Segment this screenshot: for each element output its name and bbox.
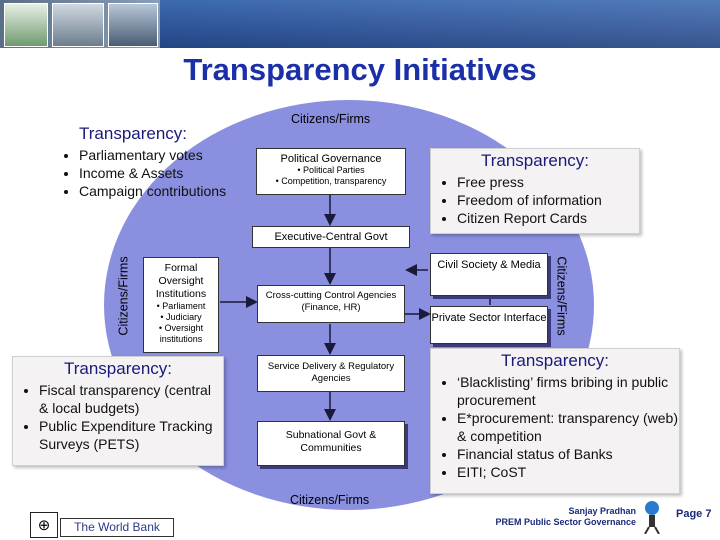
executive-label: Executive-Central Govt [274,231,388,243]
page-title: Transparency Initiatives [183,52,537,87]
page-number: Page 7 [676,508,712,520]
panel-bottom-left: Transparency: Fiscal transparency (centr… [12,356,224,466]
panel-list: Free press Freedom of information Citize… [431,173,639,227]
cross-cutting-box: Cross-cutting Control Agencies (Finance,… [257,285,405,323]
citizens-left-label: Citizens/Firms [116,256,131,336]
panel-top-right: Transparency: Free press Freedom of info… [430,148,640,234]
private-sector-label: Private Sector Interface [431,312,547,324]
list-item: Fiscal transparency (central & local bud… [39,381,223,417]
list-item: Freedom of information [457,191,639,209]
list-item: ‘Blacklisting’ firms bribing in public p… [457,373,679,409]
author-name: Sanjay Pradhan [568,506,636,516]
panel-list: Fiscal transparency (central & local bud… [13,381,223,453]
service-delivery-box: Service Delivery & Regulatory Agencies [257,355,405,392]
banner-landscape [160,0,720,48]
citizens-bottom-label: Citizens/Firms [290,493,370,507]
civil-society-box: Civil Society & Media [430,253,548,296]
logo-photo [4,3,48,47]
oversight-heading: Formal Oversight Institutions [155,262,207,300]
list-item: Public Expenditure Tracking Surveys (PET… [39,417,223,453]
oversight-line: • Oversight institutions [158,323,204,344]
panel-heading: Transparency: [63,359,173,378]
list-item: Free press [457,173,639,191]
panel-list: ‘Blacklisting’ firms bribing in public p… [431,373,679,481]
list-item: EITI; CoST [457,463,679,481]
list-item: Parliamentary votes [79,146,243,164]
city-photo [108,3,158,47]
cross-cutting-label: Cross-cutting Control Agencies (Finance,… [265,290,397,313]
person-figure-icon [644,501,660,534]
panel-heading: Transparency: [480,151,590,170]
service-delivery-label: Service Delivery & Regulatory Agencies [267,361,395,384]
header-banner [0,0,720,48]
civil-society-label: Civil Society & Media [437,259,541,271]
author-unit: PREM Public Sector Governance [495,517,636,527]
world-bank-label: The World Bank [60,518,174,537]
citizens-top-label: Citizens/Firms [291,112,371,126]
subnational-box: Subnational Govt & Communities [257,421,405,466]
list-item: Income & Assets [79,164,243,182]
oversight-line: • Judiciary [160,312,202,322]
list-item: Citizen Report Cards [457,209,639,227]
oversight-box: Formal Oversight Institutions • Parliame… [143,257,219,353]
oversight-line: • Parliament [156,301,206,311]
building-photo [52,3,104,47]
panel-bottom-right: Transparency: ‘Blacklisting’ firms bribi… [430,348,680,494]
list-item: Financial status of Banks [457,445,679,463]
citizens-right-label: Citizens/Firms [554,256,569,336]
subnational-label: Subnational Govt & Communities [285,429,377,454]
world-bank-globe-icon: ⊕ [30,512,58,538]
political-line: • Competition, transparency [275,176,387,186]
private-sector-box: Private Sector Interface [430,306,548,344]
political-governance-box: Political Governance • Political Parties… [256,148,406,195]
political-heading: Political Governance [280,153,382,165]
panel-list: Parliamentary votes Income & Assets Camp… [53,146,243,200]
list-item: Campaign contributions [79,182,243,200]
list-item: E*procurement: transparency (web) & comp… [457,409,679,445]
political-line: • Political Parties [297,165,365,175]
panel-top-left: Transparency: Parliamentary votes Income… [53,122,243,242]
executive-box: Executive-Central Govt [252,226,410,248]
panel-heading: Transparency: [500,351,610,370]
footer-author: Sanjay Pradhan PREM Public Sector Govern… [495,506,636,528]
panel-heading: Transparency: [79,124,188,143]
